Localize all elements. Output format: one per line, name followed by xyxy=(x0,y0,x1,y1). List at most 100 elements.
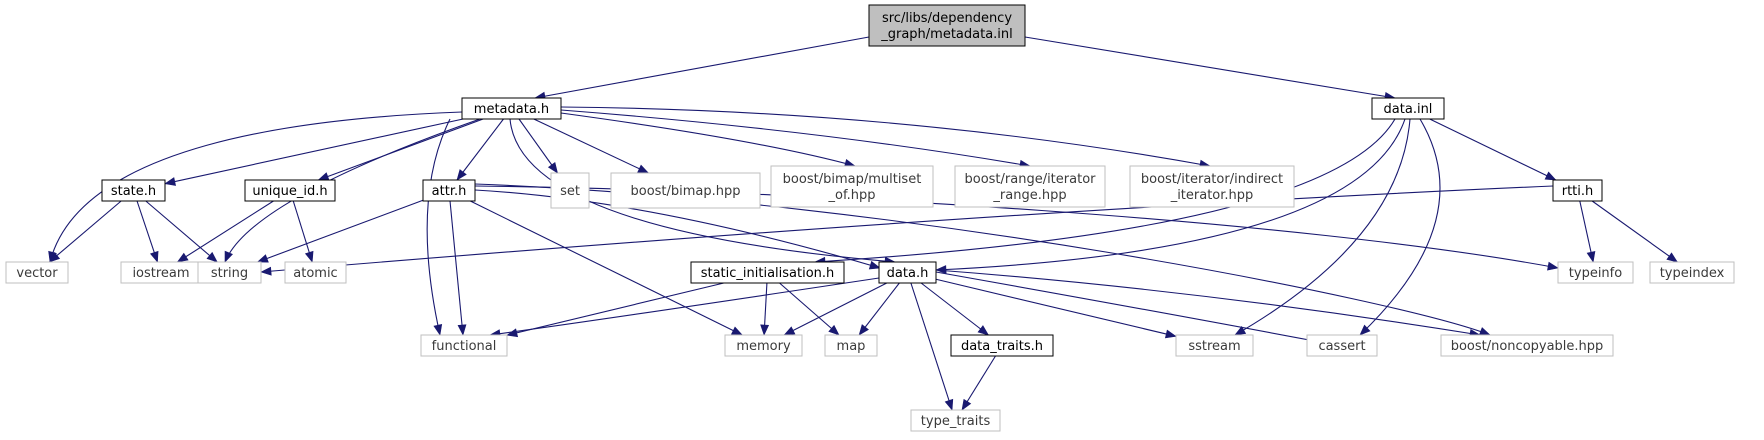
node-label: _range.hpp xyxy=(992,188,1066,203)
edge-data_inl-to-rtti_h xyxy=(1429,118,1557,181)
edge-data_h-to-type_traits xyxy=(910,282,954,411)
node-multiset: boost/bimap/multiset_of.hpp xyxy=(770,165,934,208)
arrowhead-icon xyxy=(1544,171,1557,181)
node-label: src/libs/dependency xyxy=(882,11,1012,26)
node-data-inl[interactable]: data.inl xyxy=(1371,97,1445,120)
edge-line xyxy=(518,118,558,174)
edge-line xyxy=(292,200,313,263)
arrowhead-icon xyxy=(783,326,796,336)
edge-static_init-to-memory xyxy=(760,282,770,336)
edge-rtti_h-to-typeindex xyxy=(1591,200,1678,263)
node-label: attr.h xyxy=(432,184,467,199)
node-box xyxy=(878,261,937,284)
arrowhead-icon xyxy=(944,398,954,411)
node-layer: src/libs/dependency_graph/metadata.inlme… xyxy=(5,4,1735,432)
edge-line xyxy=(426,118,451,336)
edge-state_h-to-string xyxy=(145,200,218,263)
arrowhead-icon xyxy=(457,324,467,336)
edge-line xyxy=(1591,200,1678,263)
edge-line xyxy=(456,118,504,181)
edge-data_h-to-memory xyxy=(783,282,888,336)
edge-metadata_h-to-multiset xyxy=(560,112,856,168)
arrowhead-icon xyxy=(637,164,650,174)
edge-line xyxy=(935,271,1321,343)
node-box xyxy=(1440,334,1614,357)
node-label: unique_id.h xyxy=(252,184,327,199)
edge-line xyxy=(814,118,1396,263)
edge-root-to-metadata_h xyxy=(534,36,870,101)
edge-rtti_h-to-string xyxy=(260,185,1554,276)
node-static-init[interactable]: static_initialisation.h xyxy=(690,261,845,284)
arrowhead-icon xyxy=(547,162,558,174)
node-box xyxy=(1649,261,1735,284)
node-label: _of.hpp xyxy=(828,188,876,203)
edge-line xyxy=(470,200,743,336)
arrowhead-icon xyxy=(1478,327,1491,336)
edge-line xyxy=(136,200,159,263)
arrowhead-icon xyxy=(48,251,61,263)
edge-metadata_h-to-functional xyxy=(426,118,451,336)
arrowhead-icon xyxy=(260,266,272,276)
arrowhead-icon xyxy=(858,324,869,336)
arrowhead-icon xyxy=(868,260,881,270)
edge-metadata_h-to-unique_id_h xyxy=(317,118,484,181)
node-typeinfo: typeinfo xyxy=(1557,261,1634,284)
node-box xyxy=(284,261,347,284)
edge-metadata_h-to-bimap xyxy=(533,118,650,174)
node-map: map xyxy=(824,334,878,357)
edge-data_h-to-cassert xyxy=(935,271,1321,345)
arrowhead-icon xyxy=(164,177,177,186)
node-state-h[interactable]: state.h xyxy=(101,179,166,202)
edge-unique_id_h-to-atomic xyxy=(292,200,314,263)
node-box xyxy=(550,172,590,209)
node-data-h[interactable]: data.h xyxy=(878,261,937,284)
node-box xyxy=(1557,261,1634,284)
edge-line xyxy=(534,36,870,99)
edge-metadata_h-to-attr_h xyxy=(456,118,504,181)
edge-line xyxy=(1579,200,1594,263)
node-label: typeindex xyxy=(1660,266,1725,281)
edge-line xyxy=(489,277,880,336)
node-metadata-h[interactable]: metadata.h xyxy=(461,97,562,120)
node-box xyxy=(5,261,69,284)
node-label: type_traits xyxy=(921,414,991,429)
arrowhead-icon xyxy=(828,324,840,336)
node-label: static_initialisation.h xyxy=(701,266,835,281)
node-rtti-h[interactable]: rtti.h xyxy=(1552,179,1603,202)
node-box xyxy=(954,165,1106,208)
arrowhead-icon xyxy=(224,250,233,263)
arrowhead-icon xyxy=(256,254,269,263)
edge-line xyxy=(318,118,484,181)
edge-attr_h-to-functional xyxy=(449,200,467,336)
edge-line xyxy=(779,282,840,336)
arrowhead-icon xyxy=(935,265,947,274)
node-label: functional xyxy=(432,339,497,354)
node-root[interactable]: src/libs/dependency_graph/metadata.inl xyxy=(868,4,1026,47)
node-attr-h[interactable]: attr.h xyxy=(422,179,476,202)
edge-attr_h-to-string xyxy=(256,199,424,263)
node-label: boost/bimap.hpp xyxy=(630,184,740,199)
node-vector: vector xyxy=(5,261,69,284)
edge-line xyxy=(509,118,896,263)
node-box xyxy=(770,165,934,208)
edge-rtti_h-to-typeinfo xyxy=(1579,200,1596,263)
edge-line xyxy=(1024,36,1396,99)
node-label: data_traits.h xyxy=(961,339,1043,354)
edge-data_h-to-data_traits xyxy=(920,282,990,336)
arrowhead-icon xyxy=(1164,329,1177,339)
edge-line xyxy=(1359,118,1441,336)
edge-line xyxy=(920,282,989,336)
edge-metadata_h-to-set xyxy=(518,118,558,174)
arrowhead-icon xyxy=(433,323,443,336)
arrowhead-icon xyxy=(1359,324,1371,336)
node-label: map xyxy=(837,339,866,354)
node-unique-id-h[interactable]: unique_id.h xyxy=(244,179,336,202)
edge-unique_id_h-to-iostream xyxy=(176,200,274,263)
node-label: _graph/metadata.inl xyxy=(880,27,1013,42)
node-atomic: atomic xyxy=(284,261,347,284)
edge-line xyxy=(506,282,724,336)
node-box xyxy=(910,409,1001,432)
node-box xyxy=(724,334,803,357)
edge-metadata_h-to-state_h xyxy=(164,118,464,186)
node-data-traits[interactable]: data_traits.h xyxy=(950,334,1054,357)
